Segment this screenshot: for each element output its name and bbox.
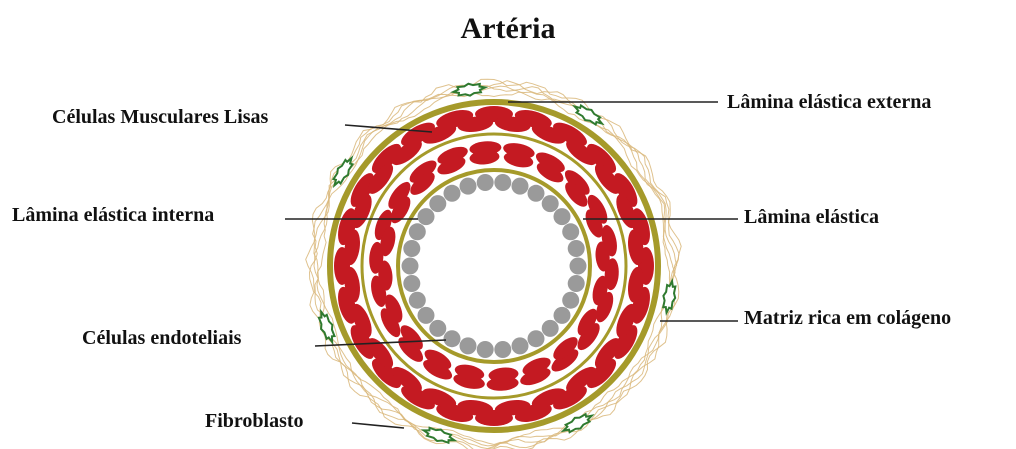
endothelial-cell [460,337,477,354]
endothelial-cell [494,174,511,191]
endothelial-cell [570,258,587,275]
endothelial-cell [568,240,585,257]
endothelial-cell [402,258,419,275]
endothelial-cell [403,240,420,257]
endothelial-cell [512,178,529,195]
label-fibroblast: Fibroblasto [205,410,304,432]
endothelial-cell [460,178,477,195]
endothelial-cell [409,292,426,309]
endothelial-cell [444,330,461,347]
label-elastic-lamina: Lâmina elástica [744,206,879,228]
endothelial-cell [542,195,559,212]
collagen-fiber [310,81,679,449]
label-endothelial-cells: Células endoteliais [82,327,241,349]
endothelial-cell [562,223,579,240]
label-smooth-muscle-cells: Células Musculares Lisas [52,106,268,128]
endothelial-cell [409,223,426,240]
internal-elastic-lamina-ring [398,170,590,362]
endothelial-cell [477,174,494,191]
endothelial-cell [477,341,494,358]
label-internal-elastic-lamina: Lâmina elástica interna [12,204,214,226]
endothelial-cell [429,195,446,212]
endothelial-cell [528,330,545,347]
endothelial-cell [429,320,446,337]
label-collagen-matrix: Matriz rica em colágeno [744,307,951,329]
endothelial-cell [554,208,571,225]
label-external-elastic-lamina: Lâmina elástica externa [727,91,931,113]
endothelial-cell [418,307,435,324]
endothelial-cell [528,185,545,202]
endothelial-cells [402,174,587,358]
endothelial-cell [418,208,435,225]
endothelial-cell [403,275,420,292]
fibroblast-outline [422,425,456,446]
endothelial-cell [494,341,511,358]
leader-line-fibroblast [352,423,404,428]
smooth-muscle-cells [334,106,654,426]
fibroblast [422,425,456,446]
endothelial-cell [542,320,559,337]
endothelial-cell [512,337,529,354]
endothelial-cell [568,275,585,292]
endothelial-cell [554,307,571,324]
endothelial-cell [444,185,461,202]
endothelial-cell [562,292,579,309]
